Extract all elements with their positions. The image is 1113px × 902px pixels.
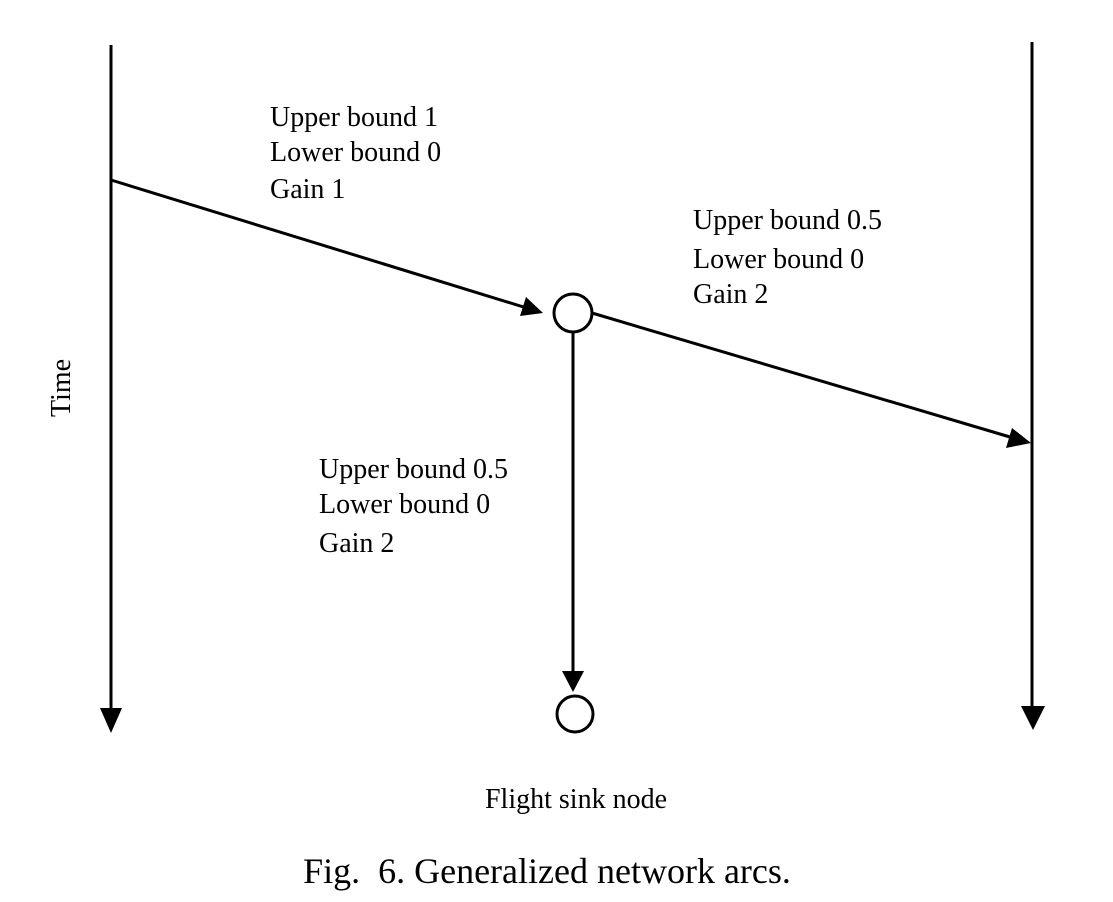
arc-3-lower-bound: Lower bound 0 xyxy=(319,489,490,520)
figure-caption: Fig. 6. Generalized network arcs. xyxy=(303,851,791,891)
time-axis-label: Time xyxy=(46,359,77,417)
arc-2-gain: Gain 2 xyxy=(693,279,768,310)
sink-node-label: Flight sink node xyxy=(485,784,667,815)
arc-2-upper-bound: Upper bound 0.5 xyxy=(693,205,882,236)
arc-3-upper-bound: Upper bound 0.5 xyxy=(319,454,508,485)
right-time-arrowhead xyxy=(1021,706,1045,730)
arc-1-lower-bound: Lower bound 0 xyxy=(270,137,441,168)
left-time-arrowhead xyxy=(100,708,122,733)
arc-2-arrowhead xyxy=(1006,428,1031,448)
arc-3-gain: Gain 2 xyxy=(319,528,394,559)
arc-1-arrowhead xyxy=(520,297,543,316)
arc-1-gain: Gain 1 xyxy=(270,174,345,205)
arc-3-arrowhead xyxy=(562,671,584,692)
arc-2-line xyxy=(591,311,1011,439)
arc-1-upper-bound: Upper bound 1 xyxy=(270,102,438,133)
arc-1-line xyxy=(110,178,531,311)
flight-sink-node xyxy=(555,694,595,734)
intermediate-node xyxy=(552,292,594,334)
arc-2-lower-bound: Lower bound 0 xyxy=(693,244,864,275)
